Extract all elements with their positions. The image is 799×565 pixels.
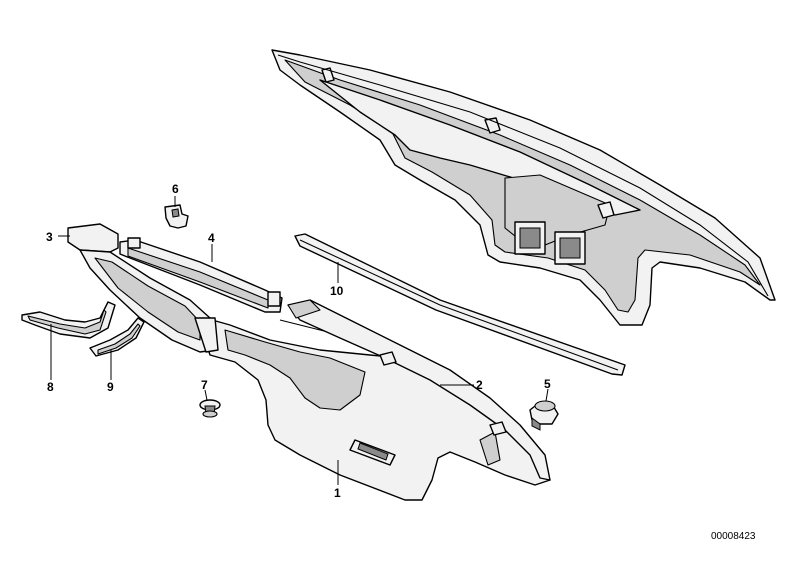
curved-piece-part-9 xyxy=(89,317,145,357)
seal-strip-part-10 xyxy=(294,233,626,376)
callout-8: 8 xyxy=(47,380,54,394)
side-piece-part-3 xyxy=(67,223,219,353)
edge-strip-part-2 xyxy=(287,299,551,481)
molding-strip-part-4 xyxy=(119,237,283,313)
callout-1: 1 xyxy=(334,486,341,500)
trunk-lid-frame xyxy=(271,49,776,326)
leader-lines xyxy=(50,196,549,485)
buffer-part-5 xyxy=(529,400,559,431)
curved-trim-part-8 xyxy=(21,301,116,339)
callout-3: 3 xyxy=(46,230,53,244)
callout-7: 7 xyxy=(201,378,208,392)
callout-10: 10 xyxy=(330,284,344,298)
callout-6: 6 xyxy=(172,182,179,196)
callout-2: 2 xyxy=(476,378,483,392)
clip-part-6 xyxy=(164,204,189,229)
trim-panel-part-1 xyxy=(204,317,551,501)
callout-4: 4 xyxy=(208,231,215,245)
diagram-code: 00008423 xyxy=(711,531,756,542)
rivet-part-7 xyxy=(199,399,221,418)
callout-5: 5 xyxy=(544,377,551,391)
callout-9: 9 xyxy=(107,380,114,394)
